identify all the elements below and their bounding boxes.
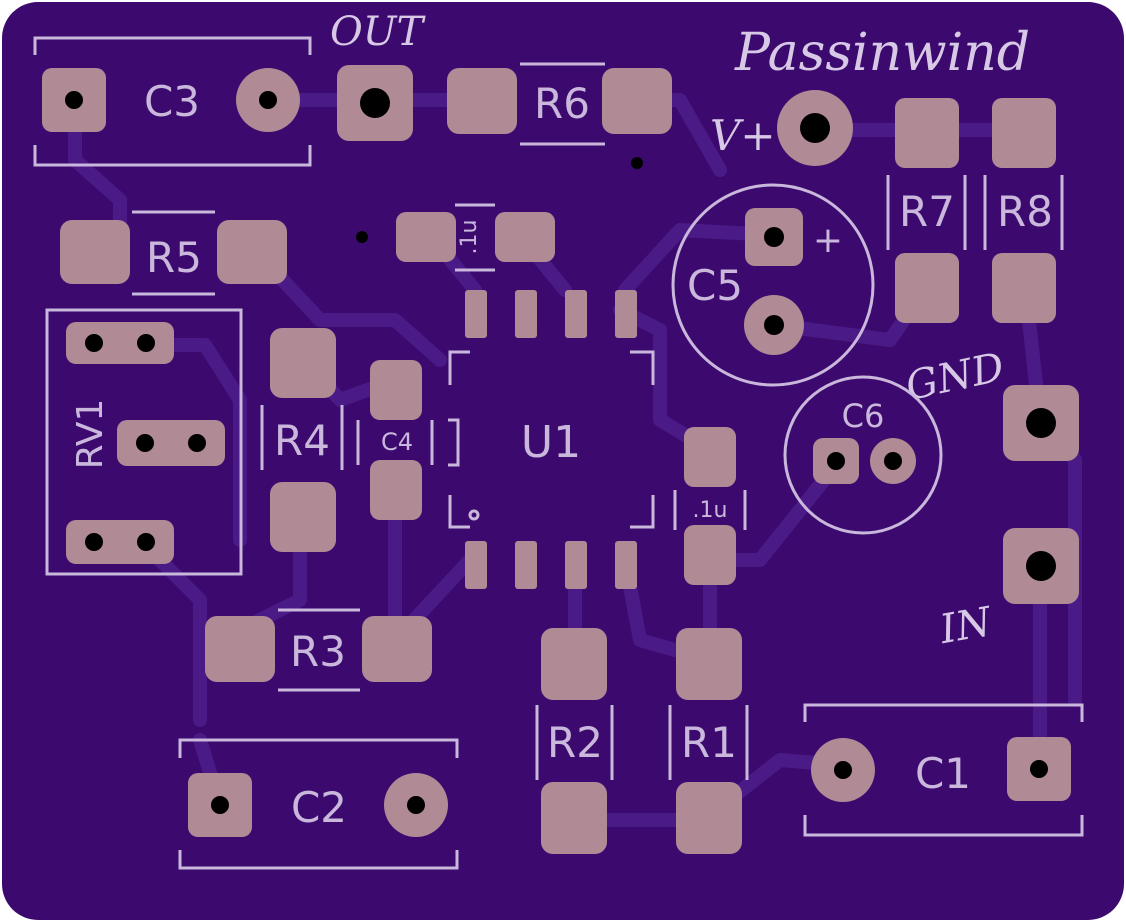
r2-label: R2 bbox=[547, 718, 603, 767]
resistor-r6: R6 bbox=[447, 62, 672, 169]
resistor-r5: R5 bbox=[60, 210, 287, 296]
c4-label: C4 bbox=[381, 428, 413, 456]
out-connector: OUT bbox=[330, 9, 427, 141]
r1-label: R1 bbox=[681, 718, 737, 767]
resistor-r4: R4 bbox=[260, 328, 344, 552]
in-connector: IN bbox=[936, 528, 1079, 653]
r4-label: R4 bbox=[274, 416, 330, 465]
c5-label: C5 bbox=[687, 261, 743, 310]
vplus-connector: V+ bbox=[710, 90, 853, 166]
c5-plus-mark: + bbox=[813, 220, 843, 261]
resistor-r2: R2 bbox=[535, 628, 614, 854]
in-label: IN bbox=[936, 599, 997, 654]
r5-label: R5 bbox=[146, 233, 202, 282]
capacitor-c3: C3 bbox=[33, 36, 312, 167]
trimmer-rv1: RV1 bbox=[45, 308, 243, 576]
vplus-label: V+ bbox=[710, 111, 776, 160]
ic-u1: U1 bbox=[448, 290, 655, 589]
capacitor-right-decoupling: .1u bbox=[673, 427, 747, 585]
cap-top-label: .1u bbox=[457, 220, 482, 255]
r3-label: R3 bbox=[290, 627, 346, 676]
out-label: OUT bbox=[330, 9, 427, 55]
capacitor-c5: + C5 bbox=[671, 183, 875, 387]
c3-label: C3 bbox=[144, 77, 200, 126]
r6-label: R6 bbox=[534, 79, 590, 128]
c6-label: C6 bbox=[842, 397, 885, 435]
capacitor-c2: C2 bbox=[178, 738, 459, 870]
capacitor-c1: C1 bbox=[803, 703, 1084, 837]
resistor-r8: R8 bbox=[983, 98, 1064, 323]
r8-label: R8 bbox=[997, 187, 1053, 236]
brand-label: Passinwind bbox=[734, 23, 1030, 83]
capacitor-c6: C6 bbox=[783, 375, 943, 535]
resistor-r3: R3 bbox=[205, 608, 432, 692]
resistor-r7: R7 bbox=[886, 98, 967, 323]
capacitor-top-decoupling: .1u bbox=[356, 203, 555, 272]
c1-label: C1 bbox=[915, 749, 971, 798]
u1-label: U1 bbox=[521, 417, 581, 468]
rv1-label: RV1 bbox=[70, 399, 111, 470]
c2-label: C2 bbox=[291, 783, 347, 832]
capacitor-c4: C4 bbox=[356, 360, 460, 520]
gnd-connector: GND bbox=[902, 344, 1079, 461]
resistor-r1: R1 bbox=[668, 628, 749, 854]
cap-right-label: .1u bbox=[693, 498, 728, 523]
r7-label: R7 bbox=[899, 187, 955, 236]
